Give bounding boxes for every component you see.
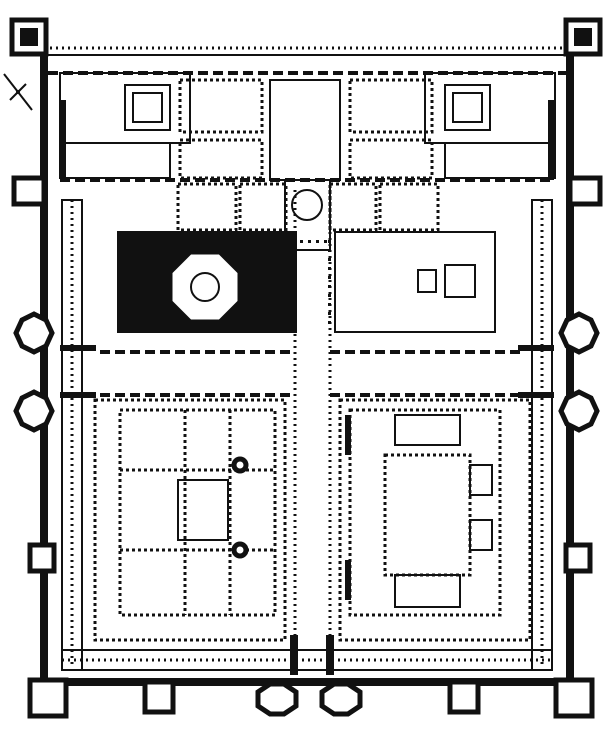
column (328, 249, 331, 252)
lower-right-quarter (338, 398, 532, 642)
column (293, 294, 296, 297)
column (293, 321, 296, 324)
column (300, 240, 303, 243)
column (293, 249, 296, 252)
tower-top-left (9, 17, 49, 57)
column (328, 294, 331, 297)
outer-wall (40, 45, 574, 686)
tower-bottom-left (27, 677, 69, 719)
tower-top-right (563, 17, 603, 57)
column (328, 276, 331, 279)
column (293, 267, 296, 270)
column (293, 312, 296, 315)
column (328, 303, 331, 306)
column (293, 285, 296, 288)
side-towers (11, 175, 603, 715)
corner-towers (9, 17, 603, 719)
column (328, 321, 331, 324)
column (293, 240, 296, 243)
column (328, 285, 331, 288)
perimeter-cells (61, 199, 553, 671)
lower-left-quarter (93, 398, 287, 642)
temple-precinct (334, 231, 496, 333)
upper-apartments (59, 72, 556, 251)
main-streets (60, 190, 554, 675)
mausoleum-precinct (117, 231, 297, 333)
octagonal-gate-towers (13, 311, 600, 717)
column (293, 303, 296, 306)
north-arrow-icon (3, 73, 33, 111)
column (308, 240, 311, 243)
column (293, 258, 296, 261)
column (328, 312, 331, 315)
tower-bottom-right (553, 677, 595, 719)
column (316, 240, 319, 243)
column (293, 276, 296, 279)
column-rows (293, 240, 331, 324)
column (328, 267, 331, 270)
column (324, 240, 327, 243)
column (328, 258, 331, 261)
column (328, 240, 331, 243)
